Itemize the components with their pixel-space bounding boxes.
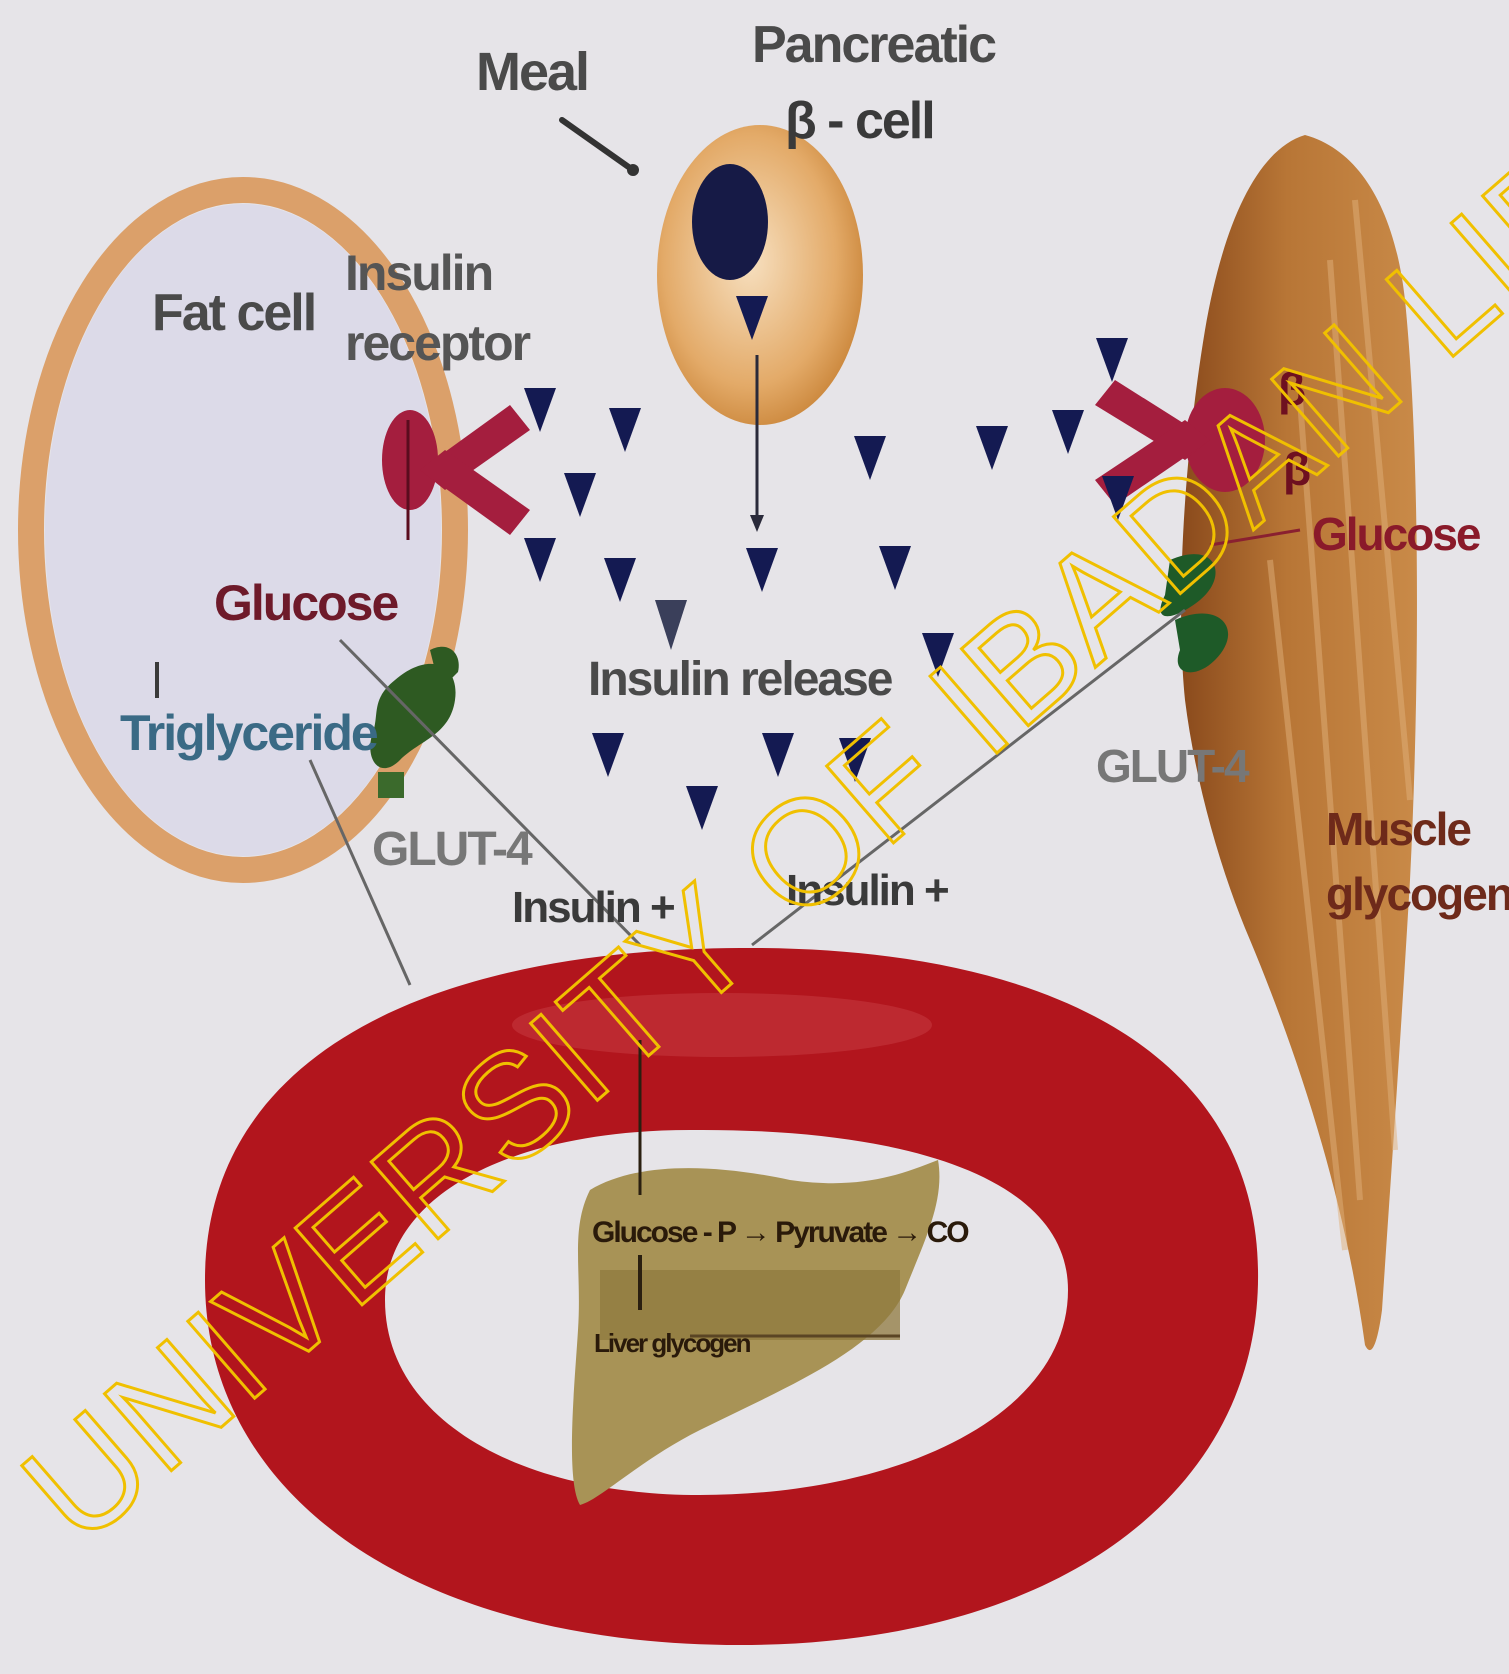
pancreatic-label: Pancreatic — [752, 16, 996, 74]
beta-cell — [657, 125, 863, 425]
triglyceride-label: Triglyceride — [120, 705, 378, 761]
insulin-receptor-label-line1: Insulin — [345, 245, 492, 301]
insulin-receptor-label-line2: receptor — [345, 315, 531, 371]
glucose-label-right: Glucose — [1312, 508, 1481, 560]
liver-pathway-label: Glucose - P → Pyruvate → CO — [592, 1216, 969, 1249]
liver-glycogen-label: Liver glycogen — [594, 1328, 751, 1358]
beta-cell-label: β - cell — [785, 92, 934, 150]
glut4-label-left: GLUT-4 — [372, 823, 533, 876]
muscle-label-line2: glycogen — [1326, 868, 1509, 920]
glucose-label-left: Glucose — [214, 575, 398, 631]
meal-label: Meal — [476, 42, 588, 102]
muscle-label-line1: Muscle — [1326, 803, 1471, 855]
glut4-label-right: GLUT-4 — [1096, 740, 1250, 792]
meal-arrow-dot — [627, 164, 639, 176]
fat-cell-label: Fat cell — [152, 284, 315, 342]
beta-cell-nucleus — [692, 164, 768, 280]
insulin-release-label: Insulin release — [588, 653, 893, 706]
